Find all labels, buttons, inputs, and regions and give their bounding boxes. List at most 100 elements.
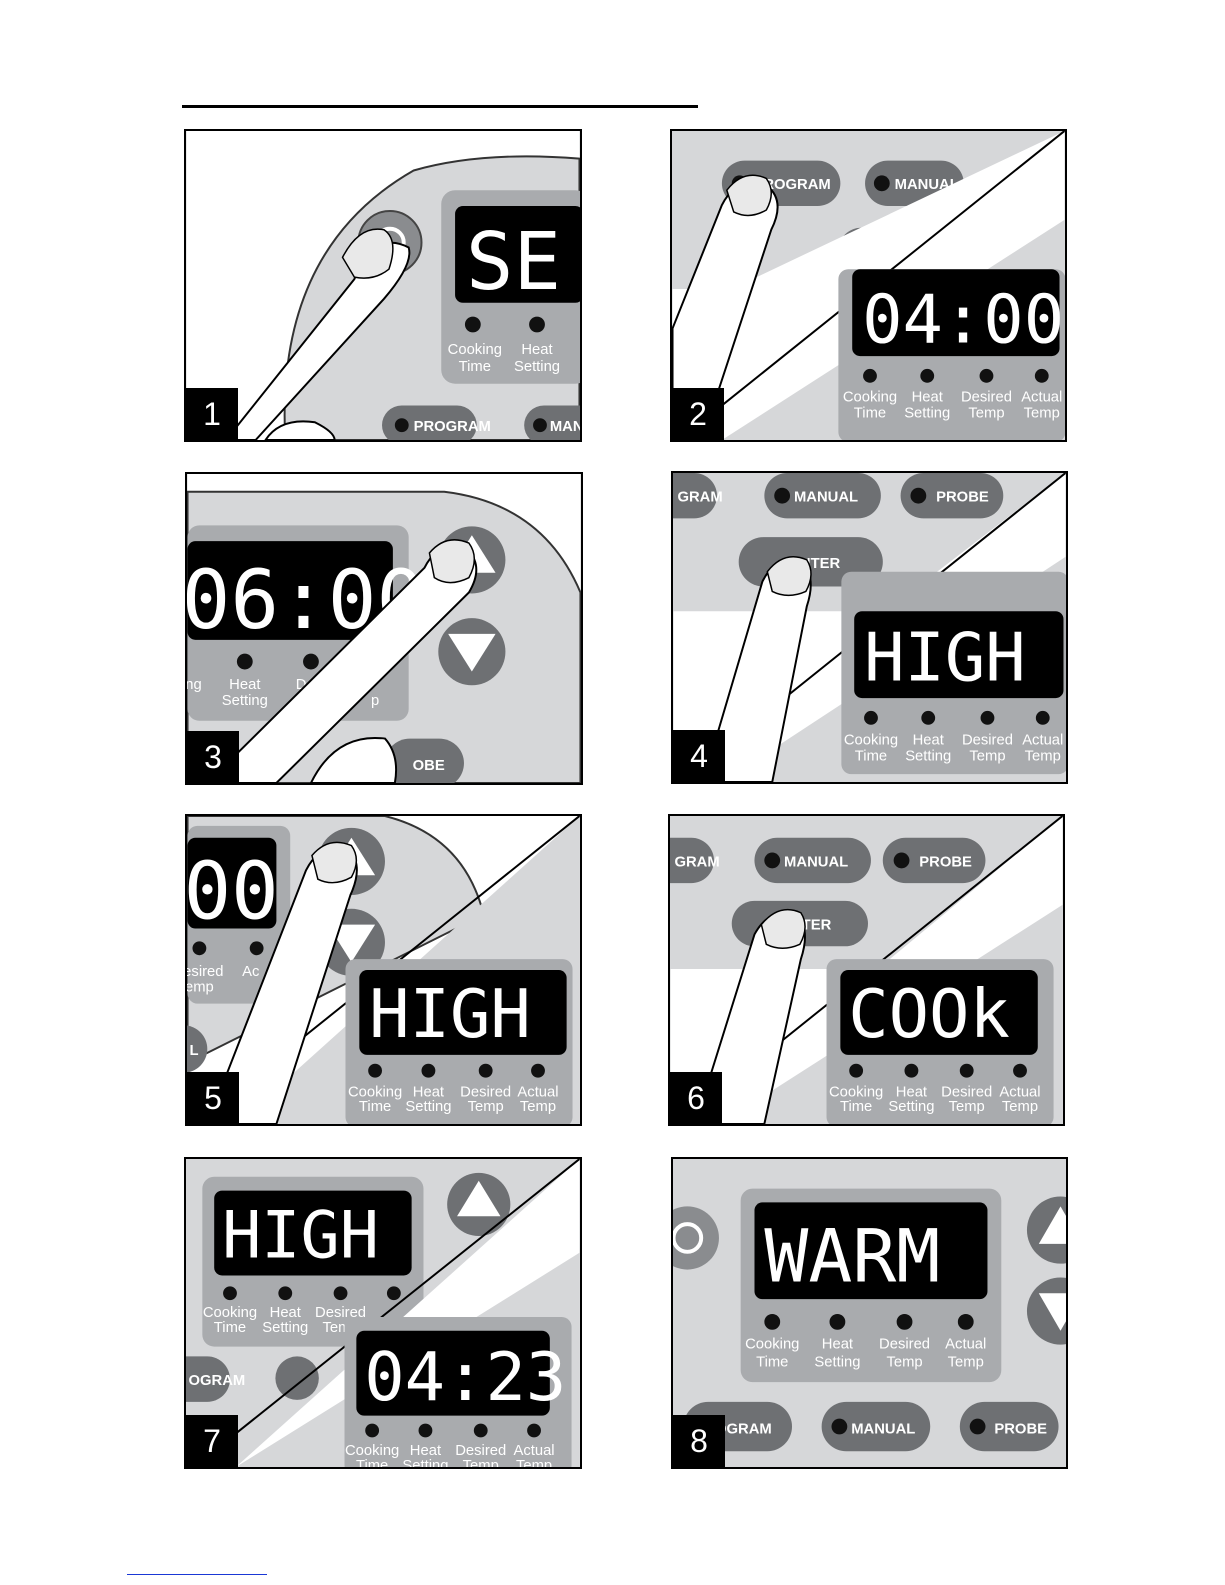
svg-text:ng: ng <box>187 677 202 693</box>
step-number: 6 <box>670 1072 722 1124</box>
svg-text:OGRAM: OGRAM <box>715 1421 772 1437</box>
svg-text:Time: Time <box>214 1320 246 1336</box>
svg-text:Setting: Setting <box>405 1099 451 1115</box>
svg-text:Time: Time <box>459 359 491 375</box>
svg-text:p: p <box>371 693 379 709</box>
svg-text:MANUAL: MANUAL <box>784 854 848 870</box>
svg-text:Heat: Heat <box>912 389 943 405</box>
svg-text:GRAM: GRAM <box>674 854 719 870</box>
svg-text:Time: Time <box>855 748 887 764</box>
header-rule <box>182 105 698 108</box>
step-panel-3: 06:00 ng Heat Setting D p OBE 3 <box>185 472 583 785</box>
svg-text:Heat: Heat <box>521 342 552 358</box>
svg-text:Setting: Setting <box>262 1320 308 1336</box>
svg-text:Setting: Setting <box>888 1099 934 1115</box>
svg-text:Time: Time <box>854 405 886 421</box>
svg-text:Temp: Temp <box>969 748 1005 764</box>
svg-text:Temp: Temp <box>463 1458 499 1467</box>
svg-text:Cooking: Cooking <box>448 342 502 358</box>
svg-text:WARM: WARM <box>764 1214 940 1299</box>
step-number: 3 <box>187 731 239 783</box>
step-number: 7 <box>186 1415 238 1467</box>
step-7-illustration: HIGH Cooking Time Heat Setting Desired T… <box>186 1159 580 1467</box>
svg-text:Actual: Actual <box>999 1084 1040 1100</box>
svg-text:Cooking: Cooking <box>745 1337 799 1353</box>
svg-text:Desired: Desired <box>455 1443 506 1459</box>
step-8-illustration: WARM Cooking Time Heat Setting Desired T… <box>673 1159 1066 1467</box>
svg-text:Actual: Actual <box>945 1337 986 1353</box>
svg-text:COOk: COOk <box>848 975 1010 1053</box>
svg-text:Temp: Temp <box>1002 1099 1038 1115</box>
svg-text:Desired: Desired <box>941 1084 992 1100</box>
svg-text:GRAM: GRAM <box>677 490 722 506</box>
svg-text:04:00: 04:00 <box>862 280 1064 358</box>
svg-text:Temp: Temp <box>968 405 1004 421</box>
svg-text:Desired: Desired <box>962 732 1013 748</box>
svg-text:OBE: OBE <box>413 758 445 774</box>
step-number: 8 <box>673 1415 725 1467</box>
svg-text:Temp: Temp <box>468 1099 504 1115</box>
svg-text:Temp: Temp <box>948 1354 984 1370</box>
step-panel-6: GRAM MANUAL PROBE ENTER COOk Cooking Tim… <box>668 814 1065 1126</box>
svg-text:OGRAM: OGRAM <box>189 1373 246 1389</box>
svg-text:PROGRAM: PROGRAM <box>414 419 491 435</box>
step-4-illustration: GRAM MANUAL PROBE ENTER HIGH Cooking Tim… <box>673 473 1066 782</box>
svg-text:Ac: Ac <box>242 964 260 980</box>
svg-text:MANUAL: MANUAL <box>851 1421 915 1437</box>
svg-text:Setting: Setting <box>904 405 950 421</box>
svg-text:Actual: Actual <box>517 1084 558 1100</box>
step-number: 5 <box>187 1072 239 1124</box>
svg-text:HIGH: HIGH <box>222 1199 379 1274</box>
svg-text:Setting: Setting <box>222 693 268 709</box>
svg-text:PROBE: PROBE <box>994 1421 1047 1437</box>
svg-text:HIGH: HIGH <box>369 975 531 1053</box>
svg-text:Setting: Setting <box>814 1354 860 1370</box>
svg-text:Cooking: Cooking <box>348 1084 402 1100</box>
svg-text:Desired: Desired <box>315 1305 366 1321</box>
svg-text:04:23: 04:23 <box>364 1338 566 1416</box>
svg-text:00: 00 <box>187 846 279 938</box>
svg-text:Actual: Actual <box>1021 389 1062 405</box>
svg-text:Heat: Heat <box>410 1443 441 1459</box>
svg-text:Time: Time <box>356 1458 388 1467</box>
svg-text:Time: Time <box>359 1099 391 1115</box>
svg-text:Heat: Heat <box>822 1337 853 1353</box>
svg-text:Cooking: Cooking <box>843 389 897 405</box>
svg-text:Heat: Heat <box>413 1084 444 1100</box>
svg-text:esired: esired <box>187 964 223 980</box>
step-number: 1 <box>186 388 238 440</box>
svg-text:Heat: Heat <box>229 677 260 693</box>
svg-text:Setting: Setting <box>514 359 560 375</box>
svg-text:MANUAL: MANUAL <box>794 490 858 506</box>
step-number: 4 <box>673 730 725 782</box>
svg-text:Cooking: Cooking <box>844 732 898 748</box>
svg-text:Time: Time <box>756 1354 788 1370</box>
step-panel-1: SE Cooking Time Heat Setting PROGRAM MAN… <box>184 129 582 442</box>
footer-link-underline <box>127 1574 267 1575</box>
svg-text:D: D <box>296 677 307 693</box>
svg-text:Heat: Heat <box>896 1084 927 1100</box>
svg-text:Temp: Temp <box>949 1099 985 1115</box>
svg-text:PROBE: PROBE <box>919 854 972 870</box>
step-6-illustration: GRAM MANUAL PROBE ENTER COOk Cooking Tim… <box>670 816 1063 1124</box>
svg-text:Desired: Desired <box>879 1337 930 1353</box>
svg-text:Setting: Setting <box>402 1458 448 1467</box>
svg-text:Desired: Desired <box>961 389 1012 405</box>
step-number: 2 <box>672 388 724 440</box>
step-panel-4: GRAM MANUAL PROBE ENTER HIGH Cooking Tim… <box>671 471 1068 784</box>
step-panel-8: WARM Cooking Time Heat Setting Desired T… <box>671 1157 1068 1469</box>
step-panel-5: 00 esired emp Ac L HIGH Cooking Time Hea… <box>185 814 582 1126</box>
svg-text:Temp: Temp <box>886 1354 922 1370</box>
svg-text:L: L <box>190 1043 199 1059</box>
svg-text:HIGH: HIGH <box>864 618 1026 696</box>
svg-text:Heat: Heat <box>913 732 944 748</box>
svg-text:Cooking: Cooking <box>345 1443 399 1459</box>
svg-text:Setting: Setting <box>905 748 951 764</box>
svg-text:PROBE: PROBE <box>936 490 989 506</box>
svg-text:Actual: Actual <box>513 1443 554 1459</box>
svg-text:MAN: MAN <box>550 419 580 435</box>
svg-text:Cooking: Cooking <box>203 1305 257 1321</box>
step-5-illustration: 00 esired emp Ac L HIGH Cooking Time Hea… <box>187 816 580 1124</box>
step-2-illustration: PROGRAM MANUAL EN 04:00 Cooking Time Hea… <box>672 131 1065 440</box>
svg-text:Temp: Temp <box>1024 405 1060 421</box>
